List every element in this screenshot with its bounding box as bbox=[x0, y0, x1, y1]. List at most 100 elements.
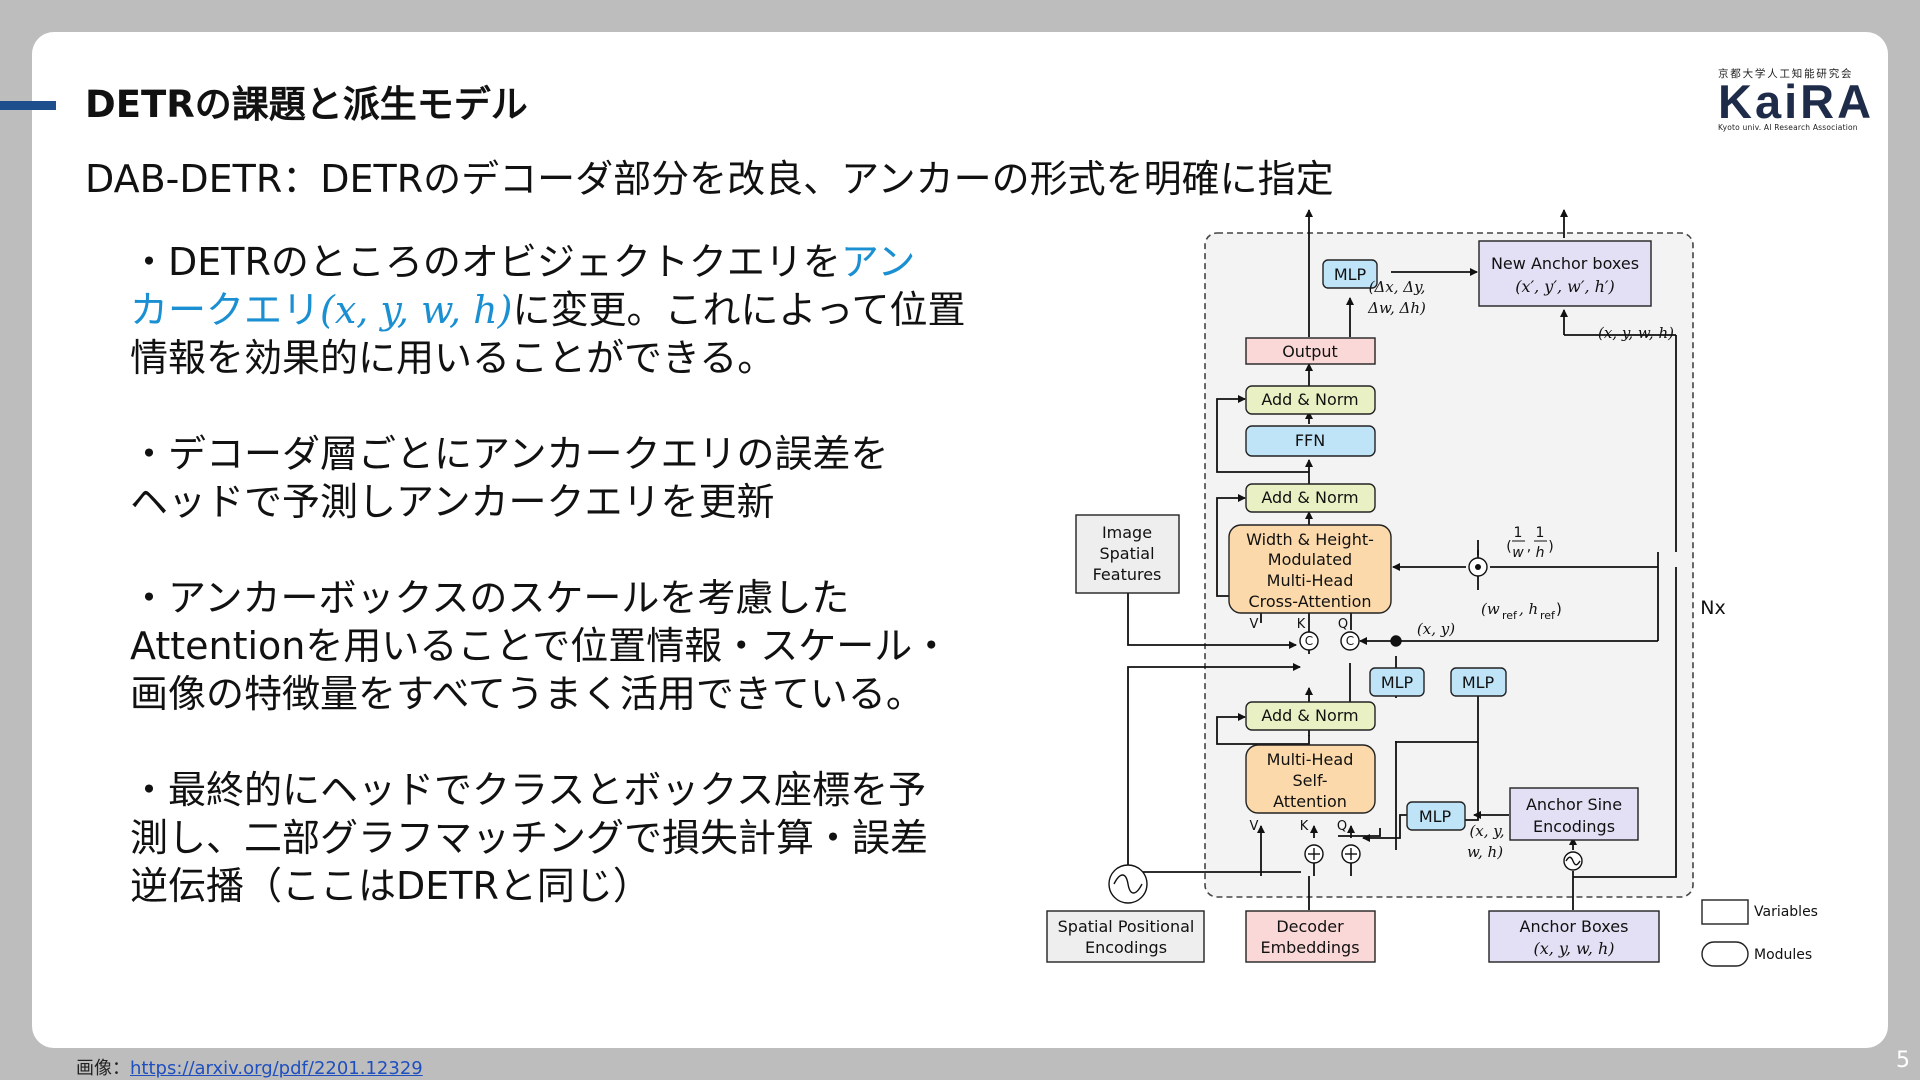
bullet-item: ・デコーダ層ごとにアンカークエリの誤差を ヘッドで予測しアンカークエリを更新 bbox=[130, 430, 1010, 526]
svg-text:,: , bbox=[1527, 539, 1531, 555]
svg-text:(w: (w bbox=[1481, 600, 1500, 618]
cross-attention-box bbox=[1228, 524, 1392, 614]
cross-attention-label: Modulated bbox=[1268, 550, 1352, 569]
add-norm-top-label: Add & Norm bbox=[1261, 390, 1358, 409]
subtitle: DAB-DETR：DETRのデコーダ部分を改良、アンカーの形式を明確に指定 bbox=[85, 157, 1334, 201]
bullet-text: ・DETRのところのオビジェクトクエリを bbox=[130, 240, 841, 284]
anchor-boxes-box bbox=[1488, 910, 1660, 963]
bullet-item: ・最終的にヘッドでクラスとボックス座標を予 測し、二部グラフマッチングで損失計算… bbox=[130, 766, 1010, 910]
add-norm-bottom-label: Add & Norm bbox=[1261, 706, 1358, 725]
new-anchor-label: New Anchor boxes bbox=[1491, 254, 1639, 273]
mlp-left-label: MLP bbox=[1381, 673, 1414, 692]
xywh-bottom-label: (x, y, bbox=[1469, 822, 1504, 840]
bullet-text: 情報を効果的に用いることができる。 bbox=[130, 336, 776, 380]
anchor-boxes-vars: (x, y, w, h) bbox=[1533, 939, 1614, 958]
new-anchor-vars: (x′, y′, w′, h′) bbox=[1515, 277, 1615, 296]
bullet-text: ・アンカーボックスのスケールを考慮した bbox=[130, 576, 850, 620]
svg-text:h: h bbox=[1536, 545, 1545, 561]
bullet-text: に変更。これによって位置 bbox=[512, 288, 966, 332]
legend-modules-label: Modules bbox=[1754, 947, 1812, 963]
bullet-highlight: カークエリ bbox=[130, 288, 321, 332]
bullet-item: ・DETRのところのオビジェクトクエリをアン カークエリ(x, y, w, h)… bbox=[130, 238, 1010, 382]
bullet-text: ・デコーダ層ごとにアンカークエリの誤差を bbox=[130, 432, 889, 476]
sine-wave bbox=[1113, 874, 1143, 894]
cross-attention-label: Width & Height- bbox=[1246, 530, 1374, 549]
add-norm-bottom-box bbox=[1245, 701, 1376, 731]
svg-text:, h: , h bbox=[1519, 600, 1538, 618]
bullet-math: (x, y, w, h) bbox=[320, 288, 513, 332]
self-attention-box bbox=[1245, 744, 1376, 814]
bullet-text: 逆伝播（ここはDETRと同じ） bbox=[130, 864, 651, 908]
caption-prefix: 画像： bbox=[76, 1058, 130, 1079]
source-link[interactable]: https://arxiv.org/pdf/2201.12329 bbox=[130, 1058, 423, 1079]
image-spatial-label: Features bbox=[1093, 565, 1162, 584]
bullet-text: ヘッドで予測しアンカークエリを更新 bbox=[130, 480, 775, 524]
anchor-sine-box bbox=[1509, 787, 1639, 841]
xywh-right-label: (x, y, w, h) bbox=[1598, 324, 1674, 342]
kaira-logo: 京都大学人工知能研究会 KaiRA Kyoto univ. AI Researc… bbox=[1718, 66, 1871, 132]
bullet-text: Attentionを用いることで位置情報・スケール・ bbox=[130, 624, 951, 668]
mlp-bottom-label: MLP bbox=[1419, 807, 1452, 826]
inverse-wh-label: ( 1 w , 1 h ) bbox=[1506, 525, 1553, 561]
image-caption: 画像：https://arxiv.org/pdf/2201.12329 bbox=[76, 1054, 423, 1080]
svg-text:w: w bbox=[1512, 545, 1524, 561]
page-number: 5 bbox=[1896, 1048, 1910, 1073]
svg-text:ref: ref bbox=[1540, 609, 1556, 622]
add-norm-mid-label: Add & Norm bbox=[1261, 488, 1358, 507]
xy-label: (x, y) bbox=[1417, 620, 1455, 638]
bullet-list: ・DETRのところのオビジェクトクエリをアン カークエリ(x, y, w, h)… bbox=[130, 238, 1010, 958]
mlp-top-box bbox=[1322, 259, 1378, 289]
svg-text:(: ( bbox=[1506, 539, 1511, 555]
k-label: K bbox=[1300, 819, 1309, 834]
svg-text:1: 1 bbox=[1536, 525, 1545, 541]
mlp-right-box bbox=[1450, 667, 1507, 697]
v-label: V bbox=[1250, 819, 1259, 834]
anchor-boxes-label: Anchor Boxes bbox=[1520, 917, 1629, 936]
cross-attention-label: Multi-Head bbox=[1267, 571, 1354, 590]
image-spatial-label: Image bbox=[1102, 523, 1152, 542]
logo-sub-text: Kyoto univ. AI Research Association bbox=[1718, 123, 1858, 132]
page-title: DETRの課題と派生モデル bbox=[85, 83, 528, 126]
delta-label-1: (Δx, Δy, bbox=[1369, 278, 1426, 296]
spatial-positional-label: Encodings bbox=[1085, 938, 1167, 957]
q-label: Q bbox=[1338, 617, 1348, 632]
concat-node bbox=[1340, 631, 1360, 651]
legend-variables-swatch bbox=[1701, 899, 1749, 925]
v-label: V bbox=[1250, 617, 1259, 632]
svg-text:1: 1 bbox=[1514, 525, 1523, 541]
self-attention-label: Self- bbox=[1293, 771, 1328, 790]
image-spatial-box bbox=[1075, 514, 1180, 594]
concat-symbol: C bbox=[1346, 634, 1354, 648]
nx-label: Nx bbox=[1700, 597, 1725, 619]
cross-attention-label: Cross-Attention bbox=[1248, 592, 1371, 611]
self-attention-label: Attention bbox=[1273, 792, 1347, 811]
bullet-text: ・最終的にヘッドでクラスとボックス座標を予 bbox=[130, 768, 927, 812]
mlp-top-label: MLP bbox=[1334, 265, 1367, 284]
ffn-label: FFN bbox=[1295, 431, 1325, 450]
xywh-bottom-label: w, h) bbox=[1467, 843, 1503, 861]
spatial-positional-box bbox=[1046, 910, 1205, 963]
k-label: K bbox=[1297, 617, 1306, 632]
mlp-bottom-box bbox=[1406, 801, 1466, 831]
output-box bbox=[1245, 337, 1376, 365]
output-label: Output bbox=[1282, 342, 1338, 361]
concat-symbol: C bbox=[1305, 634, 1313, 648]
anchor-sine-label: Anchor Sine bbox=[1526, 795, 1622, 814]
decoder-embeddings-label: Embeddings bbox=[1260, 938, 1359, 957]
new-anchor-box bbox=[1478, 240, 1652, 307]
delta-label-2: Δw, Δh) bbox=[1367, 299, 1426, 317]
svg-text:): ) bbox=[1548, 539, 1553, 555]
logo-top-text: 京都大学人工知能研究会 bbox=[1718, 68, 1854, 80]
mlp-right-label: MLP bbox=[1462, 673, 1495, 692]
wh-ref-label: (w ref , h ref ) bbox=[1481, 600, 1562, 622]
spatial-positional-label: Spatial Positional bbox=[1058, 917, 1195, 936]
sine-wave-small bbox=[1565, 856, 1581, 866]
anchor-sine-label: Encodings bbox=[1533, 817, 1615, 836]
legend-variables-label: Variables bbox=[1754, 904, 1818, 920]
self-attention-label: Multi-Head bbox=[1267, 750, 1354, 769]
title-accent-bar bbox=[0, 101, 56, 110]
bullet-highlight: アン bbox=[840, 240, 916, 284]
svg-text:ref: ref bbox=[1502, 609, 1518, 622]
concat-node bbox=[1299, 631, 1319, 651]
